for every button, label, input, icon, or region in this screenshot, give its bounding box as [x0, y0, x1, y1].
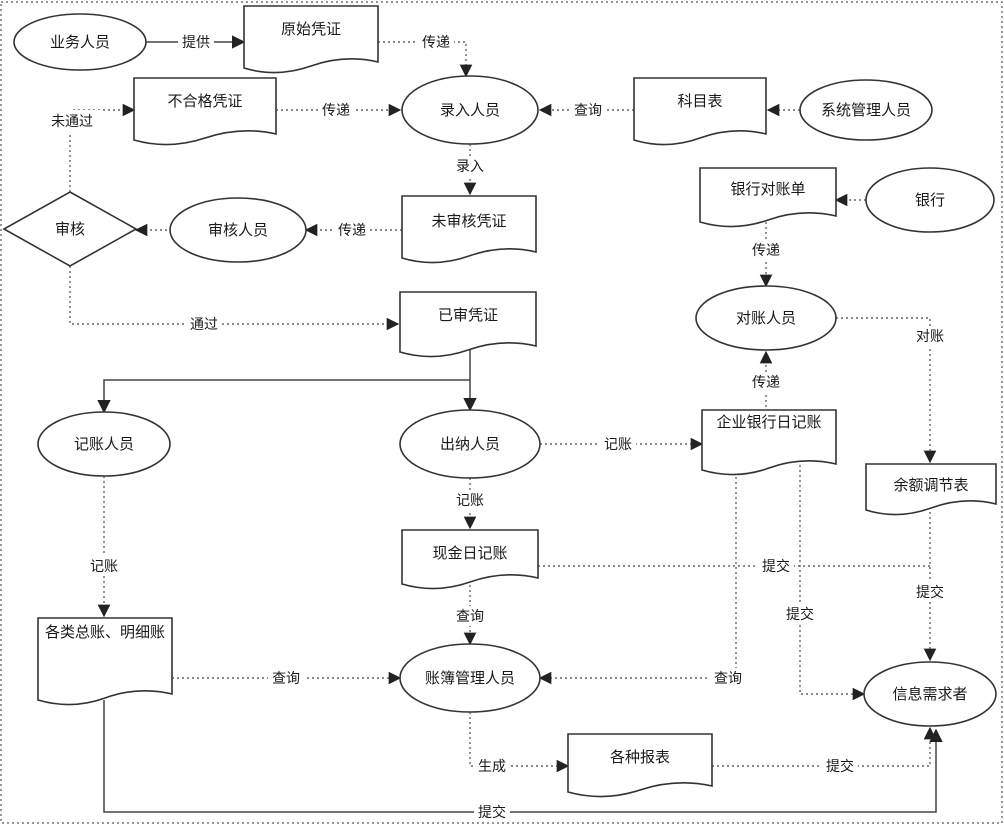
node-system-admin	[799, 79, 933, 141]
edge-label-query-1: 查询	[574, 103, 602, 119]
node-labels: 业务人员 原始凭证 不合格凭证 录入人员 科目表 系统管理人员 审核 审核人员 …	[44, 20, 969, 766]
edge-ledgers-to-info	[103, 700, 943, 813]
edge-label-not-passed: 未通过	[51, 114, 93, 130]
edge-label-reconcile: 对账	[916, 329, 944, 345]
edge-label-query-3: 查询	[272, 671, 300, 687]
node-cash-journal	[401, 529, 539, 590]
label-unqualified-voucher: 不合格凭证	[167, 92, 242, 110]
label-audited-voucher: 已审凭证	[438, 306, 498, 324]
edge-label-generate: 生成	[478, 759, 506, 775]
nodes	[2, 5, 997, 798]
label-account-table: 科目表	[677, 92, 722, 110]
label-business-staff: 业务人员	[50, 33, 110, 51]
label-ledgers-wrap: 各类总账、明细账	[44, 623, 165, 641]
edge-label-pass-4: 传递	[752, 243, 780, 259]
label-info-user: 信息需求者	[892, 685, 967, 703]
label-bookkeeper: 记账人员	[74, 435, 134, 453]
edge-label-submit-1: 提交	[762, 558, 790, 575]
edge-bank-journal-to-info	[799, 460, 866, 701]
edge-label-pass-1: 传递	[422, 35, 450, 51]
label-ledger-admin: 账簿管理人员	[425, 669, 515, 687]
edge-labels: 提供 传递 传递 查询 未通过 录入 传递 通过 传递 对账 传递 记账 记账 …	[42, 32, 948, 822]
edge-label-record-3: 记账	[90, 559, 118, 575]
node-bank-journal	[701, 409, 837, 476]
label-entry-staff: 录入人员	[440, 101, 500, 119]
node-bank	[865, 167, 995, 233]
label-balance-table: 余额调节表	[893, 476, 968, 494]
label-reconciler: 对账人员	[736, 309, 796, 327]
label-bank: 银行	[915, 191, 945, 209]
edge-label-submit-2: 提交	[916, 584, 944, 601]
node-unaudited-voucher	[401, 195, 537, 264]
edge-label-enter: 录入	[456, 159, 484, 175]
node-ledgers	[37, 617, 173, 706]
edge-reconciler-to-balance	[836, 317, 937, 464]
label-ledgers: 各类总账、明细账	[44, 623, 165, 641]
edge-audited-to-bookkeeper	[97, 379, 470, 414]
edge-label-passed: 通过	[190, 317, 218, 333]
node-balance-table	[865, 463, 997, 516]
edge-label-provide: 提供	[182, 35, 210, 51]
edge-label-record-2: 记账	[456, 493, 484, 509]
node-bank-statement	[699, 167, 837, 228]
node-entry-staff	[401, 75, 539, 145]
edge-reports-to-info	[712, 726, 937, 767]
label-unaudited-voucher: 未审核凭证	[431, 212, 506, 230]
edge-label-pass-2: 传递	[322, 103, 350, 119]
label-audit: 审核	[55, 220, 85, 238]
edge-label-record-1: 记账	[604, 437, 632, 453]
node-audit	[2, 191, 138, 267]
label-auditor: 审核人员	[208, 221, 268, 239]
label-cashier: 出纳人员	[440, 435, 500, 453]
edge-label-submit-4: 提交	[826, 758, 854, 775]
node-unqualified-voucher	[133, 77, 277, 146]
node-audited-voucher	[399, 291, 537, 358]
node-ledger-admin	[399, 643, 541, 713]
label-original-voucher: 原始凭证	[281, 20, 341, 38]
edge-label-query-2: 查询	[456, 609, 484, 625]
label-reports: 各种报表	[610, 748, 670, 766]
edge-audit-to-audited	[69, 266, 400, 331]
node-reconciler	[695, 285, 837, 351]
label-bank-statement: 银行对账单	[730, 180, 805, 198]
edge-label-submit-3: 提交	[786, 606, 814, 623]
node-original-voucher	[243, 5, 379, 74]
node-info-user	[863, 661, 997, 727]
edge-label-pass-3: 传递	[338, 223, 366, 239]
node-reports	[567, 733, 713, 798]
node-business-staff	[13, 13, 147, 71]
node-auditor	[169, 197, 307, 263]
edge-label-submit-5: 提交	[478, 804, 506, 821]
label-system-admin: 系统管理人员	[821, 101, 911, 119]
edge-voucher-to-entry	[378, 41, 473, 78]
node-cashier	[399, 409, 541, 479]
node-account-table	[633, 77, 767, 146]
edge-bank-journal-to-ledger-admin	[538, 462, 737, 685]
edge-label-pass-5: 传递	[752, 375, 780, 391]
label-bank-journal-wrap: 企业银行日记账	[716, 413, 822, 431]
node-bookkeeper	[37, 411, 171, 477]
label-cash-journal: 现金日记账	[432, 544, 507, 562]
edge-label-query-4: 查询	[714, 671, 742, 687]
label-bank-journal: 企业银行日记账	[716, 413, 822, 431]
